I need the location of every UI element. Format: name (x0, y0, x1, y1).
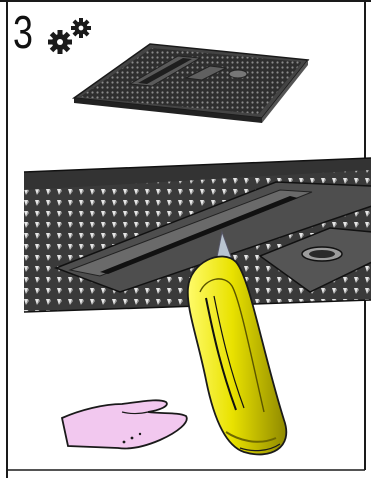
filter-panel-closeup (0, 150, 371, 320)
perforated-filter-panel (74, 44, 308, 123)
hand (62, 400, 187, 448)
step-number: 3 (13, 9, 33, 55)
gears-icon (48, 18, 91, 54)
